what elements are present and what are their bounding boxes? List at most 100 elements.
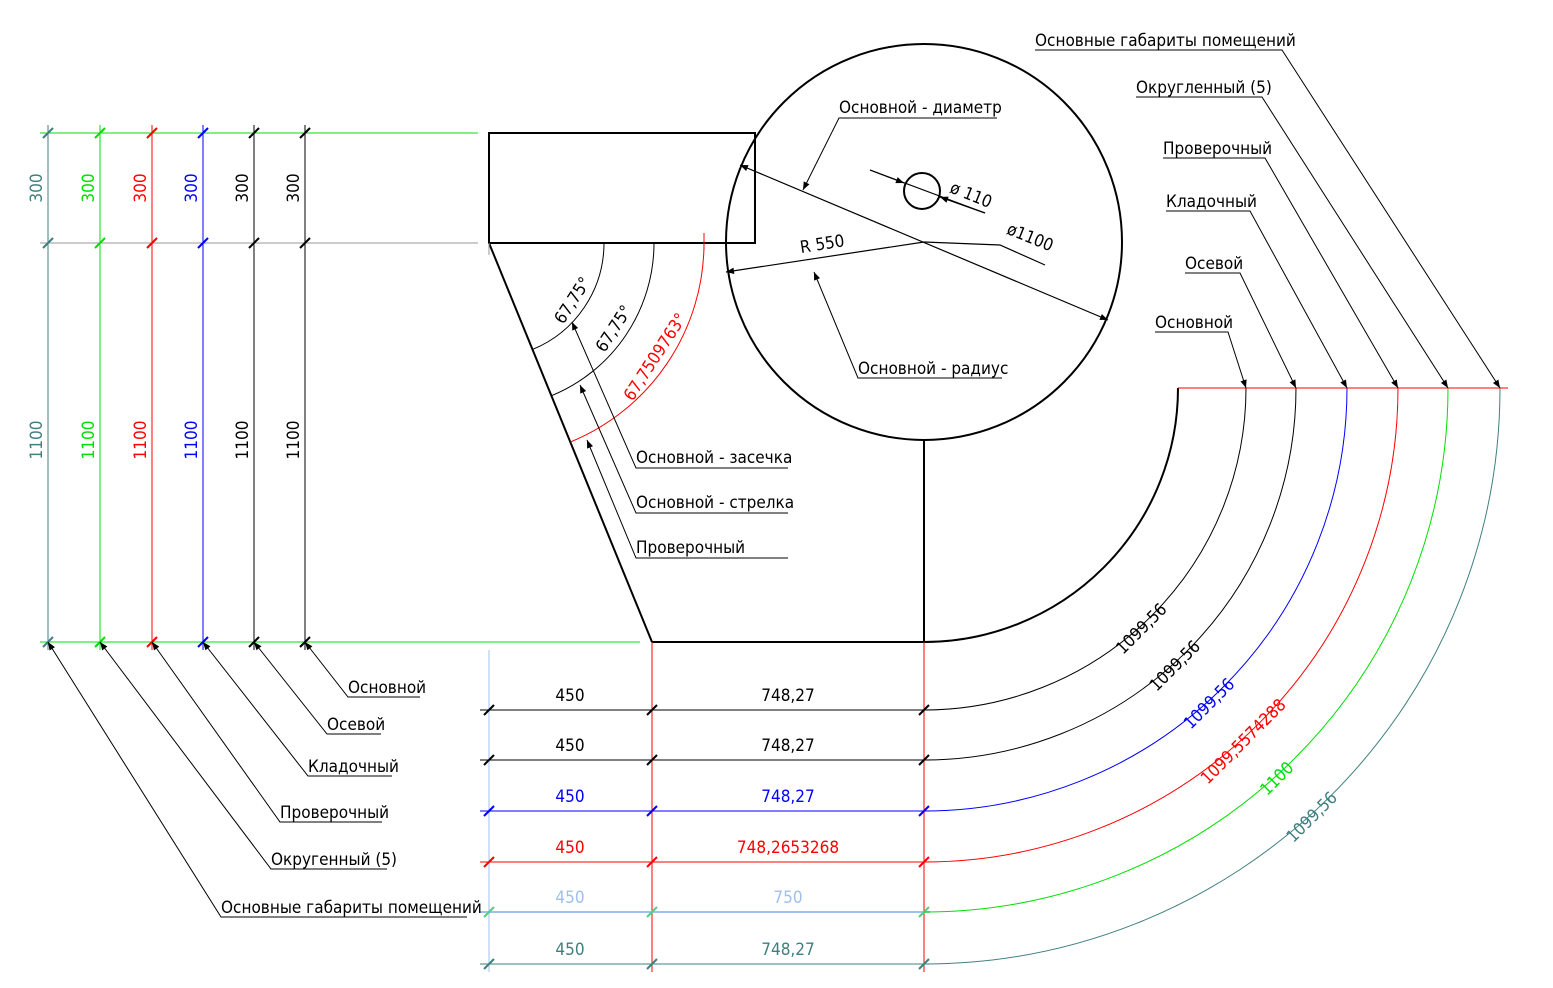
angle-arc — [570, 242, 705, 443]
tick-mark — [646, 856, 658, 868]
arc-dim-text: 1099,56 — [1180, 675, 1239, 734]
dim-text-300: 300 — [131, 173, 151, 202]
leader-line — [202, 641, 392, 777]
main-circle — [725, 43, 1123, 441]
tick-mark — [42, 127, 54, 139]
angle-arc — [532, 242, 605, 350]
leader-line — [151, 641, 382, 823]
dim-text-1100: 1100 — [79, 421, 99, 460]
tick-mark — [483, 856, 495, 868]
angle-arc — [551, 242, 655, 397]
radius-label: Основной - радиус — [858, 359, 1008, 379]
left-leader-label: Осевой — [327, 715, 385, 735]
angle-leader-label: Проверочный — [636, 538, 745, 558]
tick-mark — [483, 805, 495, 817]
arc-dimension — [923, 387, 1501, 965]
dim-text-450: 450 — [555, 686, 584, 706]
circle-dimensions: R 550 ø1100 ø 110 Основной - диаметр Осн… — [725, 98, 1109, 379]
right-leader-label: Основной — [1155, 313, 1233, 333]
arc-dim-text: 1099,56 — [1112, 600, 1171, 659]
dim-text-1100: 1100 — [182, 421, 202, 460]
tick-mark — [299, 127, 311, 139]
tick-mark — [299, 237, 311, 249]
arc-dim-text: 1100 — [1257, 758, 1299, 800]
tick-mark — [483, 906, 495, 918]
tick-mark — [197, 127, 209, 139]
dim-text-1100: 1100 — [131, 421, 151, 460]
dim-text-300: 300 — [182, 173, 202, 202]
dim-text-300: 300 — [233, 173, 253, 202]
dim-text-300: 300 — [27, 173, 47, 202]
diameter-label: Основной - диаметр — [839, 98, 1002, 118]
dim-text-length: 748,27 — [761, 686, 815, 706]
right-leader-label: Кладочный — [1166, 192, 1257, 212]
arc-dim-text: 1099,56 — [1283, 788, 1342, 847]
tick-mark — [248, 127, 260, 139]
left-leader-label: Основной — [348, 678, 426, 698]
tick-mark — [94, 237, 106, 249]
dim-text-1100: 1100 — [284, 421, 304, 460]
left-leader-label: Основные габариты помещений — [221, 898, 482, 918]
dim-text-1100: 1100 — [27, 421, 47, 460]
angular-dimensions: 67,75°67,75°67,7509763°Основной - засечк… — [488, 233, 794, 559]
tick-mark — [146, 237, 158, 249]
arc-dimension — [923, 387, 1348, 812]
leader-line — [571, 321, 788, 469]
dim-text-length: 748,27 — [761, 787, 815, 807]
arc-dimension — [923, 387, 1449, 913]
arc-dimension — [923, 387, 1297, 761]
dim-text-450: 450 — [555, 787, 584, 807]
dim-text-450: 450 — [555, 940, 584, 960]
dim-text-length: 750 — [773, 888, 802, 908]
dim-text-300: 300 — [284, 173, 304, 202]
arc-dimension — [923, 387, 1399, 863]
arc-dim-text: 1099,56 — [1146, 637, 1205, 696]
leader-line — [253, 641, 381, 735]
left-leader-label: Округенный (5) — [271, 850, 397, 870]
dim-text-450: 450 — [555, 736, 584, 756]
tick-mark — [146, 127, 158, 139]
leader-line — [1136, 96, 1449, 389]
small-circle — [903, 172, 941, 210]
dim-text-300: 300 — [79, 173, 99, 202]
angle-leader-label: Основной - стрелка — [636, 493, 794, 513]
leader-line — [1166, 210, 1348, 389]
tick-mark — [646, 906, 658, 918]
left-leader-label: Проверочный — [280, 803, 389, 823]
arc-dimension — [923, 387, 1247, 711]
tick-mark — [483, 704, 495, 716]
dim-text-450: 450 — [555, 838, 584, 858]
right-leader-label: Осевой — [1185, 254, 1243, 274]
dim-text-length: 748,27 — [761, 736, 815, 756]
leader-line — [1185, 272, 1297, 389]
tick-mark — [646, 958, 658, 970]
tick-mark — [483, 958, 495, 970]
leader-line — [99, 641, 387, 870]
angle-leader-label: Основной - засечка — [636, 448, 792, 468]
radius-text: R 550 — [799, 231, 846, 258]
right-leader-label: Основные габариты помещений — [1035, 31, 1296, 51]
tick-mark — [197, 237, 209, 249]
right-leader-label: Округленный (5) — [1136, 78, 1272, 98]
bottom-linear-dimensions: 450 748,27 1099,56 450 748,27 1099,56 450 748,2… — [480, 387, 1508, 972]
tick-mark — [646, 754, 658, 766]
dim-text-1100: 1100 — [233, 421, 253, 460]
dim-text-length: 748,2653268 — [737, 838, 839, 858]
leader-line — [304, 641, 420, 698]
angle-text: 67,7509763° — [620, 310, 691, 405]
tick-mark — [483, 754, 495, 766]
dim-text-length: 748,27 — [761, 940, 815, 960]
tick-mark — [248, 237, 260, 249]
tick-mark — [646, 805, 658, 817]
tick-mark — [42, 237, 54, 249]
leader-line — [1155, 331, 1247, 389]
left-leader-label: Кладочный — [308, 757, 399, 777]
leader-line — [1163, 157, 1399, 389]
room-outline — [488, 43, 1179, 643]
leader-labels: ОсновнойОсевойКладочныйПроверочныйОкруге… — [47, 31, 1501, 918]
leader-line — [586, 439, 788, 559]
tick-mark — [646, 704, 658, 716]
right-leader-label: Проверочный — [1163, 139, 1272, 159]
leader-line — [579, 384, 788, 514]
leader-line — [47, 641, 467, 918]
